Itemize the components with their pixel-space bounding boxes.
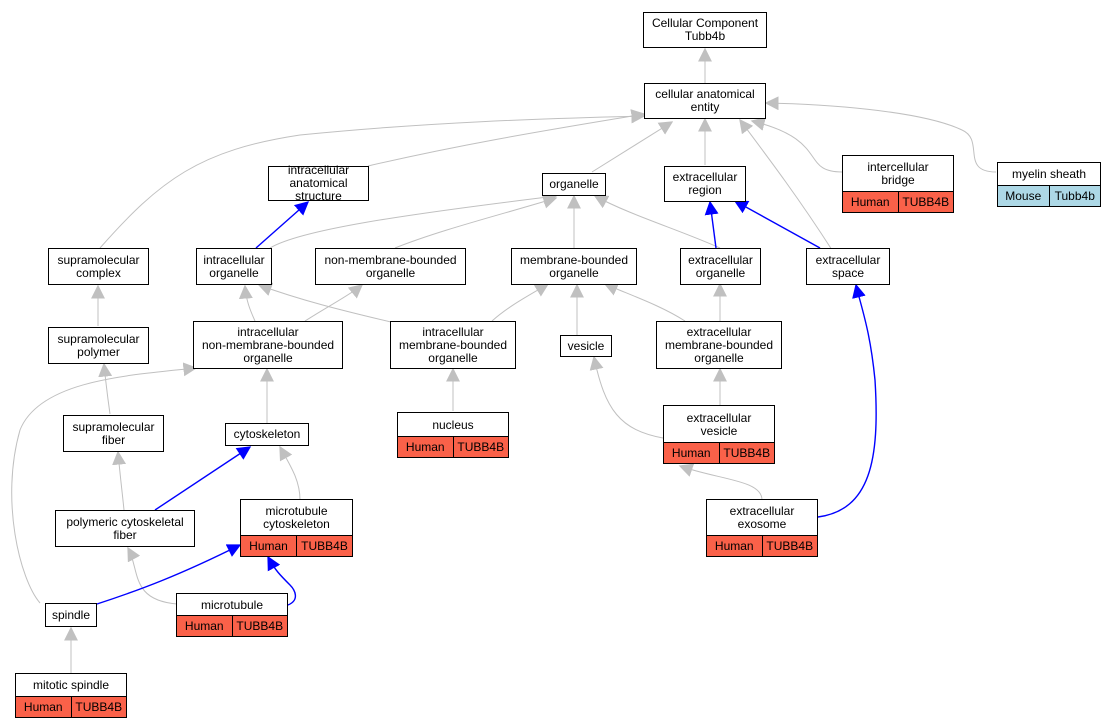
- node-vesicle[interactable]: vesicle: [560, 335, 612, 357]
- node-supramolecular-fiber[interactable]: supramolecular fiber: [63, 415, 164, 452]
- edge-mt-pcf: [127, 546, 178, 605]
- edge-ib-cae: [750, 117, 843, 173]
- node-organelle[interactable]: organelle: [542, 173, 606, 196]
- edge-eo-organelle: [593, 195, 721, 249]
- edge-nmbo-organelle: [394, 194, 558, 249]
- edge-spindle-inmbo: [11, 362, 198, 604]
- node-intracellular-membrane-bounded-organelle[interactable]: intracellular membrane-bounded organelle: [390, 321, 516, 369]
- edge-embo-mbo: [603, 282, 686, 322]
- is-a-edges: [11, 47, 997, 673]
- node-polymeric-cytoskeletal-fiber[interactable]: polymeric cytoskeletal fiber: [55, 510, 195, 547]
- node-spindle[interactable]: spindle: [45, 603, 97, 627]
- node-extracellular-region[interactable]: extracellular region: [664, 166, 746, 202]
- edge-sc-cae: [99, 109, 646, 249]
- edge-pcf-cyto: [154, 446, 252, 511]
- edge-io-organelle: [269, 190, 558, 249]
- edge-exo-es: [817, 283, 877, 518]
- node-extracellular-space[interactable]: extracellular space: [806, 248, 890, 285]
- node-supramolecular-complex[interactable]: supramolecular complex: [48, 248, 149, 285]
- node-cellular-component-tubb4b[interactable]: Cellular Component Tubb4b: [643, 12, 767, 48]
- edge-inmbo-nmbo: [304, 284, 364, 322]
- edge-sf-sp: [98, 362, 113, 415]
- edge-imbo-mbo: [491, 283, 550, 322]
- edge-ms-cae: [764, 96, 997, 173]
- node-intracellular-non-membrane-bounded-organelle[interactable]: intracellular non-membrane-bounded organ…: [193, 321, 343, 369]
- edge-es-cae: [739, 118, 833, 251]
- edge-io-ias: [255, 201, 310, 249]
- node-supramolecular-polymer[interactable]: supramolecular polymer: [48, 327, 149, 364]
- edge-ev-vesicle: [589, 355, 664, 439]
- edge-imbo-io: [257, 282, 396, 324]
- edge-pcf-sf: [112, 450, 127, 511]
- node-cellular-anatomical-entity[interactable]: cellular anatomical entity: [644, 83, 766, 119]
- node-non-membrane-bounded-organelle[interactable]: non-membrane-bounded organelle: [315, 248, 466, 285]
- edge-ias-cae: [367, 109, 646, 167]
- edge-inmbo-io: [238, 284, 256, 322]
- node-intracellular-anatomical-structure[interactable]: intracellular anatomical structure: [268, 164, 369, 203]
- node-extracellular-organelle[interactable]: extracellular organelle: [680, 248, 761, 285]
- part-of-edges: [96, 200, 877, 606]
- node-extracellular-membrane-bounded-organelle[interactable]: extracellular membrane-bounded organelle: [656, 321, 782, 369]
- edge-organelle-cae: [591, 121, 674, 173]
- node-intracellular-organelle[interactable]: intracellular organelle: [196, 248, 272, 285]
- node-cytoskeleton[interactable]: cytoskeleton: [225, 423, 309, 446]
- node-membrane-bounded-organelle[interactable]: membrane-bounded organelle: [511, 248, 637, 285]
- edge-mtc-cyto: [279, 445, 301, 501]
- edge-es-er: [733, 200, 821, 249]
- edge-spindle-mtc: [96, 544, 242, 605]
- edge-exo-ev: [678, 463, 763, 501]
- edge-eo-er: [704, 200, 719, 249]
- edge-mt-mtc: [267, 555, 297, 606]
